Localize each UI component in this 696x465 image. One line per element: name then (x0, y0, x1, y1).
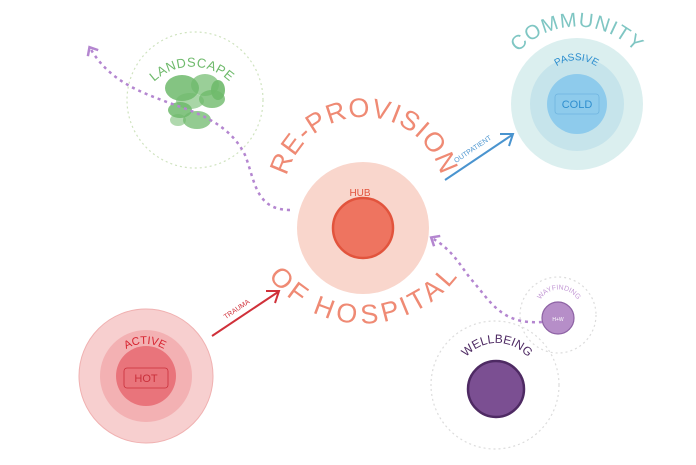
hub-node: HUB RE-PROVISION OF HOSPITAL (263, 93, 463, 330)
cold-label: COLD (562, 99, 593, 111)
landscape-dotted-path (86, 45, 291, 212)
trauma-label: TRAUMA (223, 298, 252, 321)
community-node: COLD PASSIVE COMMUNITY (506, 9, 647, 170)
passive-label: PASSIVE (553, 52, 601, 69)
active-label: ACTIVE (122, 335, 168, 352)
cold-core (547, 74, 607, 134)
wellbeing-title: WELLBEING (459, 332, 536, 360)
landscape-node: LANDSCAPE (126, 31, 264, 169)
wayfinding-title: WAYFINDING (536, 284, 581, 300)
wellbeing-node: WELLBEING (430, 320, 560, 450)
landscape-foliage-icon (165, 74, 225, 129)
hot-core (116, 346, 176, 406)
wellbeing-ring (430, 320, 560, 450)
cold-label-box (554, 93, 600, 115)
wayfinding-core (541, 301, 575, 335)
landscape-ring (126, 31, 264, 169)
wayfinding-node: H+W WAYFINDING (519, 276, 597, 354)
active-node: HOT ACTIVE (78, 308, 214, 444)
hub-core (331, 196, 395, 260)
trauma-arrow: TRAUMA (211, 290, 281, 337)
hot-label-box (123, 367, 169, 389)
hub-label: HUB (349, 188, 370, 199)
wayfinding-core-label: H+W (552, 317, 564, 323)
wayfinding-ring (519, 276, 597, 354)
wellbeing-core (466, 359, 526, 419)
hot-label: HOT (134, 373, 158, 385)
